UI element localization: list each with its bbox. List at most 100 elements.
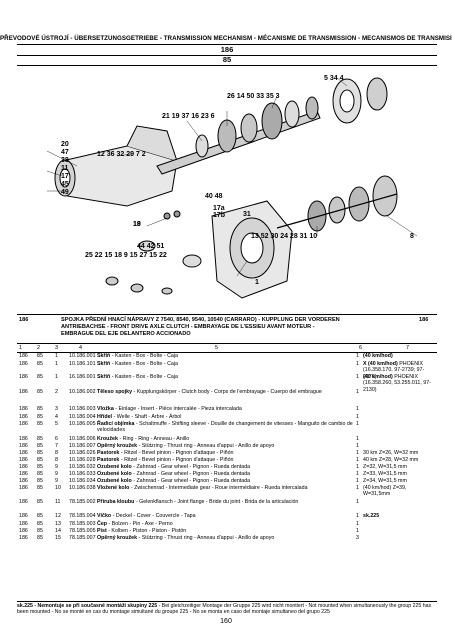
cell-c1: 186	[19, 443, 28, 449]
cell-c1: 186	[19, 374, 28, 380]
cell-c4: 10.186.032	[69, 464, 96, 470]
cell-c4: 10.186.002	[69, 389, 96, 395]
col-7: 7	[406, 345, 409, 351]
cell-description: Vložené kolo - Zwischenrad - Intermediat…	[97, 485, 355, 491]
svg-text:44 42 51: 44 42 51	[137, 243, 164, 250]
cell-c1: 186	[19, 471, 28, 477]
cell-c3: 6	[55, 436, 58, 442]
note-bold: (40 km/hod)	[363, 353, 393, 359]
cell-c4: 10.186.005	[69, 421, 96, 427]
cell-c3: 15	[55, 535, 61, 541]
col-2: 2	[37, 345, 40, 351]
part-name: Vložka	[97, 406, 114, 412]
cell-description: Pastorek - Ritzel - Bevel pinion - Pigno…	[97, 457, 355, 463]
cell-description: Ozubené kolo - Zahnrad - Gear wheel - Pi…	[97, 478, 355, 484]
note-text: 30 km Z=26, W=32 mm	[363, 450, 419, 456]
cell-c3: 14	[55, 528, 61, 534]
svg-text:26 14 50 33 35 3: 26 14 50 33 35 3	[227, 93, 280, 100]
svg-text:25 22 15 18 9 15 27 15 22: 25 22 15 18 9 15 27 15 22	[85, 252, 167, 259]
section-title-3: EMBRAGUE DEL EJE DELANTERO ACCIONADO	[61, 331, 191, 337]
part-name: Ozubené kolo	[97, 471, 132, 477]
part-name: Skříň	[97, 361, 111, 367]
cell-c3: 7	[55, 443, 58, 449]
footer-note: sk.225 - Nemontuje se při současné montá…	[17, 603, 437, 616]
gear-upper-2	[240, 113, 258, 143]
cell-c3: 4	[55, 414, 58, 420]
part-description: - Schaltmuffe - Shifting sleeve - Douill…	[97, 421, 353, 434]
cell-c3: 9	[55, 478, 58, 484]
footer-note-text: - Bei gleichzeitiger Montage der Gruppe …	[17, 603, 432, 616]
cell-c1: 186	[19, 485, 28, 491]
part-name: Čep	[97, 521, 108, 527]
svg-text:18: 18	[133, 221, 141, 228]
exploded-parts-diagram: 5 34 4 26 14 50 33 35 3 21 19 37 16 23 6…	[46, 75, 418, 299]
col-5: 5	[215, 345, 218, 351]
section-title-2: ANTRIEBACHSE - FRONT DRIVE AXLE CLUTCH -…	[61, 324, 315, 330]
part-name: Víčko	[97, 513, 112, 519]
part-description: - Kasten - Box - Boîte - Caja	[110, 361, 178, 367]
cell-c2: 85	[37, 513, 43, 519]
cell-note: Z=32, W=31,5 mm	[363, 464, 433, 470]
cell-c4: 10.186.026	[69, 450, 96, 456]
cell-c4: 78.185.004	[69, 513, 96, 519]
part-description: - Stützring - Thrust ring - Anneau d'app…	[137, 535, 275, 541]
note-text: Z=33, W=31,5 mm	[363, 471, 407, 477]
svg-text:38: 38	[61, 157, 69, 164]
cell-c2: 85	[37, 353, 43, 359]
cell-description: Těleso spojky - Kupplungskörper - Clutch…	[97, 389, 355, 395]
note-bold: X (40 km/hod)	[363, 361, 398, 367]
note-bold: sk.225	[363, 513, 380, 519]
cell-c1: 186	[19, 464, 28, 470]
cell-description: Vložka - Einlage - Insert - Pièce interc…	[97, 406, 355, 412]
svg-text:11: 11	[61, 165, 69, 172]
part-name: Příruba kloubu	[97, 499, 135, 505]
note-bold: (40 km/hod)	[363, 374, 393, 380]
cell-c3: 3	[55, 406, 58, 412]
cell-quantity: 1	[356, 414, 359, 420]
svg-text:12 36 32 29 7 2: 12 36 32 29 7 2	[97, 151, 146, 158]
cell-description: Opěrný kroužek - Stützring - Thrust ring…	[97, 535, 355, 541]
cell-c1: 186	[19, 499, 28, 505]
cell-c3: 9	[55, 471, 58, 477]
svg-text:31: 31	[243, 211, 251, 218]
part-name: Opěrný kroužek	[97, 443, 138, 449]
svg-text:40 48: 40 48	[205, 193, 223, 200]
part-description: - Kolben - Piston - Piston - Pistón	[106, 528, 187, 534]
cell-note: 40 km Z=28, W=32 mm	[363, 457, 433, 463]
cell-c4: 78.185.005	[69, 528, 96, 534]
col-3: 3	[55, 345, 58, 351]
cell-description: Řadicí objímka - Schaltmuffe - Shifting …	[97, 421, 355, 434]
cell-c2: 85	[37, 436, 43, 442]
cell-note: (40 km/hod) Z=39, W=31,5mm	[363, 485, 433, 498]
cell-c2: 85	[37, 499, 43, 505]
cell-c1: 186	[19, 389, 28, 395]
svg-text:8: 8	[410, 233, 414, 240]
part-description: - Zahnrad - Gear wheel - Pignon - Rueda …	[131, 478, 251, 484]
svg-text:19: 19	[133, 221, 141, 228]
cell-c4: 78.185.002	[69, 499, 96, 505]
part-description: - Ritzel - Bevel pinion - Pignon d'attaq…	[119, 450, 234, 456]
cell-c2: 85	[37, 443, 43, 449]
cell-note: X (40 km/hod) PHOENIX (16.358.170, 97-27…	[363, 361, 433, 380]
cell-c2: 85	[37, 464, 43, 470]
part-description: - Einlage - Insert - Pièce intercalée - …	[113, 406, 242, 412]
cell-c4: 10.186.034	[69, 478, 96, 484]
note-text: PHOENIX (16.358.260, 53.255.011, 97-2130…	[363, 374, 431, 393]
cell-c2: 85	[37, 450, 43, 456]
cell-quantity: 1	[356, 443, 359, 449]
cell-quantity: 1	[356, 499, 359, 505]
cell-c4: 10.186.007	[69, 443, 96, 449]
note-text: 40 km Z=28, W=32 mm	[363, 457, 419, 463]
cell-c2: 85	[37, 361, 43, 367]
cell-quantity: 1	[356, 485, 359, 491]
cell-c2: 85	[37, 528, 43, 534]
cell-c3: 1	[55, 374, 58, 380]
cell-c3: 10	[55, 485, 61, 491]
cell-c1: 186	[19, 521, 28, 527]
subgroup-number: 85	[17, 55, 437, 66]
section-number: 186	[19, 317, 29, 323]
cell-c3: 12	[55, 513, 61, 519]
section-title-1: SPOJKA PŘEDNÍ HNACÍ NÁPRAVY Z 7540, 8540…	[61, 317, 340, 323]
cell-note: Z=33, W=31,5 mm	[363, 471, 433, 477]
section-number-right: 186	[419, 317, 429, 323]
